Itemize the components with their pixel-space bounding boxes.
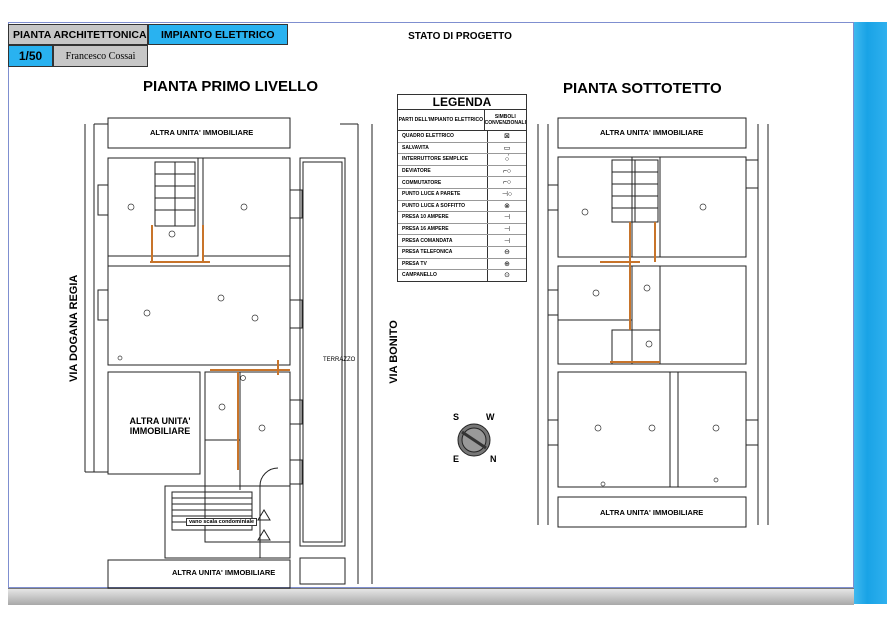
legend-symbol-icon: ⌐○ xyxy=(502,179,512,187)
legend-item-label: INTERRUTTORE SEMPLICE xyxy=(398,154,488,165)
compass-north: N xyxy=(490,454,497,464)
author-label: Francesco Cossai xyxy=(53,45,148,67)
legend-row: CAMPANELLO ⊙ xyxy=(398,270,526,281)
legend-symbol-icon: ⊠ xyxy=(504,133,510,141)
compass-west: W xyxy=(486,412,495,422)
street-right-label: VIA BONITO xyxy=(388,320,400,384)
legend-symbol-icon: ▭ xyxy=(503,144,511,152)
legend-item-label: PRESA COMANDATA xyxy=(398,235,488,246)
fl-side-neighbor: ALTRA UNITA' IMMOBILIARE xyxy=(118,416,202,436)
first-level-plan xyxy=(84,117,373,589)
legend-rows: QUADRO ELETTRICO ⊠ SALVAVITA ▭ INTERRUTTORE … xyxy=(398,131,526,281)
legend-symbol-icon: ⊗ xyxy=(504,202,510,210)
legend-item-label: QUADRO ELETTRICO xyxy=(398,131,488,142)
legend-item-label: SALVAVITA xyxy=(398,142,488,154)
terrace-label: TERRAZZO xyxy=(323,357,356,363)
ceiling-lights xyxy=(117,203,720,487)
legend-row: SALVAVITA ▭ xyxy=(398,142,526,155)
bottom-bar xyxy=(8,588,854,605)
attic-bottom-neighbor: ALTRA UNITA' IMMOBILIARE xyxy=(600,508,704,517)
legend-symbol-icon: ⊙ xyxy=(504,272,510,280)
compass-south: S xyxy=(453,412,460,422)
legend-symbol-icon: ⊣○ xyxy=(501,191,513,199)
legend-row: PRESA COMANDATA ⊣ xyxy=(398,235,526,247)
compass-east: E xyxy=(453,454,460,464)
legend-symbol-icon: ⊣ xyxy=(503,226,511,234)
plan-type-label: PIANTA ARCHITETTONICA xyxy=(8,24,148,45)
project-state: STATO DI PROGETTO xyxy=(408,31,512,42)
legend-title: LEGENDA xyxy=(398,95,526,110)
legend-row: PRESA 10 AMPERE ⊣ xyxy=(398,212,526,224)
legend-row: DEVIATORE ⌐○ xyxy=(398,165,526,178)
legend-col-parts: PARTI DELL'IMPIANTO ELETTRICO xyxy=(398,110,485,130)
legend-row: PUNTO LUCE A PARETE ⊣○ xyxy=(398,188,526,201)
legend-item-label: DEVIATORE xyxy=(398,165,488,177)
legend-header: PARTI DELL'IMPIANTO ELETTRICO SIMBOLI CO… xyxy=(398,110,526,131)
legend-row: COMMUTATORE ⌐○ xyxy=(398,177,526,189)
first-level-title: PIANTA PRIMO LIVELLO xyxy=(143,78,318,95)
fl-top-neighbor: ALTRA UNITA' IMMOBILIARE xyxy=(150,128,254,137)
legend-symbol-icon: ⊣ xyxy=(503,214,511,222)
attic-plan xyxy=(537,117,769,528)
fl-bottom-neighbor: ALTRA UNITA' IMMOBILIARE xyxy=(172,568,276,577)
legend-item-label: COMMUTATORE xyxy=(398,177,488,188)
legend-symbol-icon: ⊕ xyxy=(504,260,510,268)
stairwell-label: vano scala condominiale xyxy=(186,518,258,526)
legend-row: PRESA TELEFONICA ⊖ xyxy=(398,246,526,259)
attic-top-neighbor: ALTRA UNITA' IMMOBILIARE xyxy=(600,128,704,137)
legend-row: PUNTO LUCE A SOFFITTO ⊗ xyxy=(398,200,526,213)
fl-side-neighbor-line1: ALTRA UNITA' xyxy=(129,416,191,426)
legend-row: INTERRUTTORE SEMPLICE ○́ xyxy=(398,154,526,166)
legend-symbol-icon: ○́ xyxy=(504,155,510,163)
legend-row: QUADRO ELETTRICO ⊠ xyxy=(398,131,526,143)
system-label: IMPIANTO ELETTRICO xyxy=(148,24,288,45)
legend-row: PRESA TV ⊕ xyxy=(398,258,526,271)
side-bar xyxy=(854,22,887,604)
legend-symbol-icon: ⌐○ xyxy=(502,167,512,175)
drawing-frame xyxy=(8,22,854,588)
legend-item-label: PRESA 10 AMPERE xyxy=(398,212,488,223)
scale-label: 1/50 xyxy=(8,45,53,67)
legend-symbol-icon: ⊣ xyxy=(503,237,511,245)
legend-item-label: PUNTO LUCE A PARETE xyxy=(398,188,488,200)
fl-side-neighbor-line2: IMMOBILIARE xyxy=(129,426,191,436)
legend-row: PRESA 16 AMPERE ⊣ xyxy=(398,223,526,236)
legend-item-label: PUNTO LUCE A SOFFITTO xyxy=(398,200,488,212)
legend-item-label: PRESA 16 AMPERE xyxy=(398,223,488,235)
street-left-label: VIA DOGANA REGIA xyxy=(68,274,80,382)
attic-title: PIANTA SOTTOTETTO xyxy=(563,80,722,97)
wiring-runs xyxy=(150,222,660,470)
legend-item-label: PRESA TV xyxy=(398,258,488,270)
legend-symbol-icon: ⊖ xyxy=(504,249,510,257)
compass xyxy=(457,423,491,457)
legend: LEGENDA PARTI DELL'IMPIANTO ELETTRICO SI… xyxy=(397,94,527,282)
legend-item-label: PRESA TELEFONICA xyxy=(398,246,488,258)
legend-col-symbols: SIMBOLI CONVENZIONALI xyxy=(484,114,526,126)
legend-item-label: CAMPANELLO xyxy=(398,270,488,281)
